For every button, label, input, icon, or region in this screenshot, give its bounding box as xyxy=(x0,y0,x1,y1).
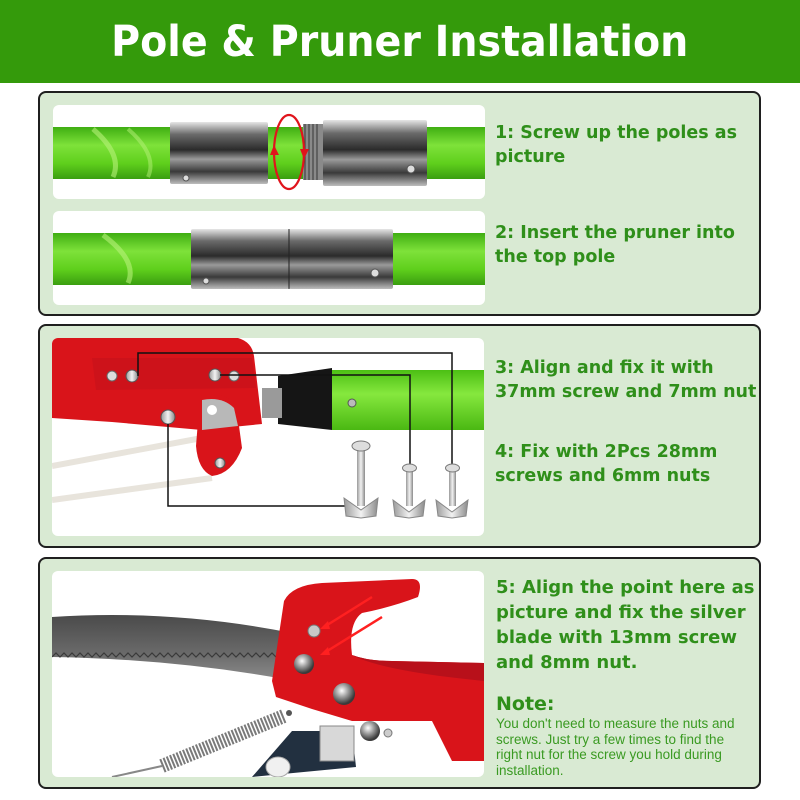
note-title: Note: xyxy=(496,693,555,715)
pruner-head-image xyxy=(52,338,484,536)
step-1-text: 1: Screw up the poles as picture xyxy=(495,121,755,169)
note-body: You don't need to measure the nuts and s… xyxy=(496,716,760,778)
poles-joined-image xyxy=(53,211,485,305)
panel-poles: 1: Screw up the poles as picture 2: Inse… xyxy=(38,91,761,316)
step-3-line-2: 37mm screw and 7mm nut xyxy=(495,382,757,402)
poles-unscrewed-image xyxy=(53,105,485,199)
step-4-line-2: screws and 6mm nuts xyxy=(495,466,711,486)
step-2-line-2: the top pole xyxy=(495,247,616,267)
step-3-line-1: 3: Align and fix it with xyxy=(495,358,714,378)
panel-saw-blade: 5: Align the point here as picture and f… xyxy=(38,557,761,789)
saw-blade-image xyxy=(52,571,484,777)
step-5-line-1: 5: Align the point here as xyxy=(496,577,755,598)
note-line-2: screws. Just try a few times to find the xyxy=(496,731,725,747)
step-1-line-1: 1: Screw up the poles as xyxy=(495,123,738,143)
step-2-text: 2: Insert the pruner into the top pole xyxy=(495,221,755,269)
note-line-3: right nut for the screw you hold during xyxy=(496,747,722,762)
step-5-text: 5: Align the point here as picture and f… xyxy=(496,575,758,675)
step-5-line-3: blade with 13mm screw xyxy=(496,627,737,648)
page-header: Pole & Pruner Installation xyxy=(0,0,800,83)
panel-pruner-head: 3: Align and fix it with 37mm screw and … xyxy=(38,324,761,548)
page-title: Pole & Pruner Installation xyxy=(111,16,689,67)
note-line-4: installation. xyxy=(496,762,564,778)
step-5-line-4: and 8mm nut. xyxy=(496,652,638,673)
step-3-text: 3: Align and fix it with 37mm screw and … xyxy=(495,356,757,404)
step-5-line-2: picture and fix the silver xyxy=(496,602,746,623)
step-4-text: 4: Fix with 2Pcs 28mm screws and 6mm nut… xyxy=(495,440,757,488)
step-4-line-1: 4: Fix with 2Pcs 28mm xyxy=(495,442,718,462)
step-1-line-2: picture xyxy=(495,147,566,167)
step-2-line-1: 2: Insert the pruner into xyxy=(495,223,735,243)
note-line-1: You don't need to measure the nuts and xyxy=(496,716,735,731)
